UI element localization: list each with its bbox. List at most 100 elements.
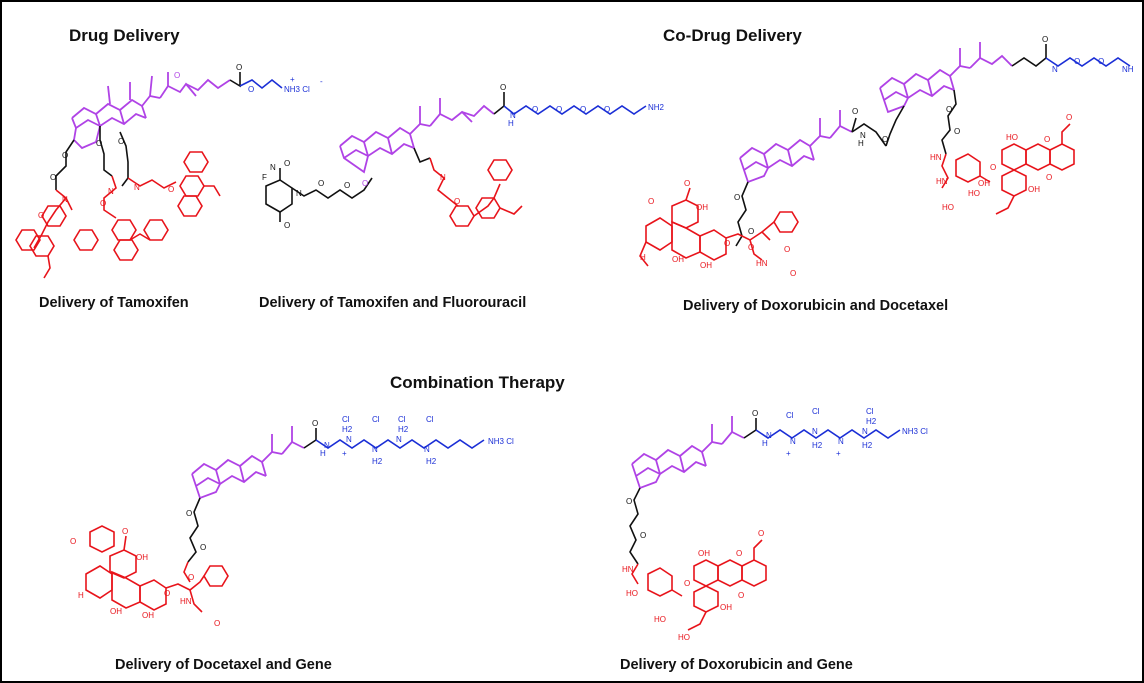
- svg-text:N: N: [62, 195, 68, 204]
- ammonium-label: NH3 Cl: [284, 85, 310, 94]
- svg-text:O: O: [118, 137, 124, 146]
- svg-text:+: +: [342, 449, 347, 458]
- svg-text:OH: OH: [720, 603, 732, 612]
- svg-text:O: O: [1098, 57, 1104, 66]
- svg-text:N: N: [790, 437, 796, 446]
- svg-text:N: N: [270, 163, 276, 172]
- svg-text:O: O: [50, 173, 56, 182]
- h-label: H: [320, 449, 326, 458]
- svg-text:O: O: [640, 531, 646, 540]
- svg-text:Cl: Cl: [372, 415, 380, 424]
- svg-text:O: O: [344, 181, 350, 190]
- svg-text:O: O: [532, 105, 538, 114]
- svg-text:H2: H2: [372, 457, 383, 466]
- svg-text:HN: HN: [930, 153, 942, 162]
- svg-text:N: N: [1052, 65, 1058, 74]
- svg-text:O: O: [236, 63, 242, 72]
- svg-text:N: N: [424, 445, 430, 454]
- svg-text:H2: H2: [862, 441, 873, 450]
- svg-text:O: O: [1046, 173, 1052, 182]
- svg-text:OH: OH: [672, 255, 684, 264]
- svg-text:OH: OH: [978, 179, 990, 188]
- svg-text:+: +: [290, 75, 295, 84]
- svg-text:N: N: [766, 431, 772, 440]
- svg-text:-: -: [320, 77, 323, 86]
- svg-text:HN: HN: [622, 565, 634, 574]
- svg-text:O: O: [684, 179, 690, 188]
- svg-text:O: O: [684, 579, 690, 588]
- svg-text:H: H: [762, 439, 768, 448]
- svg-text:N: N: [372, 445, 378, 454]
- svg-text:O: O: [96, 139, 102, 148]
- svg-text:Cl: Cl: [866, 407, 874, 416]
- svg-text:O: O: [580, 105, 586, 114]
- svg-text:O: O: [188, 573, 194, 582]
- svg-text:+: +: [786, 449, 791, 458]
- svg-text:OH: OH: [142, 611, 154, 620]
- svg-text:O: O: [882, 135, 888, 144]
- svg-text:O: O: [500, 83, 506, 92]
- svg-text:O: O: [604, 105, 610, 114]
- svg-text:N: N: [296, 189, 302, 198]
- svg-text:O: O: [284, 159, 290, 168]
- svg-text:O: O: [1066, 113, 1072, 122]
- svg-text:H2: H2: [426, 457, 437, 466]
- svg-text:N: N: [134, 183, 140, 192]
- svg-text:O: O: [214, 619, 220, 628]
- svg-text:H2: H2: [812, 441, 823, 450]
- caption-docetaxel-gene: Delivery of Docetaxel and Gene: [115, 657, 332, 673]
- svg-text:O: O: [284, 221, 290, 230]
- svg-text:Cl: Cl: [812, 407, 820, 416]
- svg-text:HO: HO: [626, 589, 638, 598]
- svg-text:O: O: [318, 179, 324, 188]
- svg-text:N: N: [324, 441, 330, 450]
- svg-text:H: H: [78, 591, 84, 600]
- svg-text:O: O: [62, 151, 68, 160]
- svg-text:O: O: [1074, 57, 1080, 66]
- svg-text:N: N: [838, 437, 844, 446]
- svg-text:O: O: [164, 589, 170, 598]
- heading-co-drug-delivery: Co-Drug Delivery: [663, 26, 802, 45]
- svg-text:N: N: [510, 111, 516, 120]
- svg-text:HO: HO: [678, 633, 690, 642]
- svg-text:O: O: [758, 529, 764, 538]
- svg-text:O: O: [736, 549, 742, 558]
- atom-o: O: [174, 71, 180, 80]
- svg-text:O: O: [790, 269, 796, 278]
- svg-text:OH: OH: [698, 549, 710, 558]
- svg-text:HO: HO: [968, 189, 980, 198]
- svg-text:HN: HN: [756, 259, 768, 268]
- atom-h: H: [508, 119, 514, 128]
- heading-drug-delivery: Drug Delivery: [69, 26, 180, 45]
- svg-text:Cl: Cl: [786, 411, 794, 420]
- nh-label: NH: [1122, 65, 1134, 74]
- svg-text:N: N: [860, 131, 866, 140]
- svg-text:Cl: Cl: [426, 415, 434, 424]
- svg-text:N: N: [346, 435, 352, 444]
- caption-doxorubicin-docetaxel: Delivery of Doxorubicin and Docetaxel: [683, 298, 949, 314]
- svg-text:O: O: [168, 185, 174, 194]
- steroid-core: [71, 72, 197, 150]
- svg-text:O: O: [100, 199, 106, 208]
- svg-text:O: O: [748, 227, 754, 236]
- svg-text:O: O: [852, 107, 858, 116]
- svg-text:O: O: [990, 163, 996, 172]
- svg-text:H: H: [858, 139, 864, 148]
- svg-text:OH: OH: [1028, 185, 1040, 194]
- svg-text:O: O: [122, 527, 128, 536]
- svg-text:O: O: [784, 245, 790, 254]
- svg-text:O: O: [734, 193, 740, 202]
- svg-text:O: O: [556, 105, 562, 114]
- caption-tamoxifen-fluorouracil: Delivery of Tamoxifen and Fluorouracil: [259, 295, 527, 311]
- svg-text:O: O: [626, 497, 632, 506]
- svg-text:HN: HN: [180, 597, 192, 606]
- svg-text:Cl: Cl: [342, 415, 350, 424]
- svg-text:O: O: [200, 543, 206, 552]
- svg-text:O: O: [362, 179, 368, 188]
- svg-text:O: O: [1044, 135, 1050, 144]
- caption-doxorubicin-gene: Delivery of Doxorubicin and Gene: [620, 657, 853, 673]
- svg-text:O: O: [954, 127, 960, 136]
- svg-text:Cl: Cl: [398, 415, 406, 424]
